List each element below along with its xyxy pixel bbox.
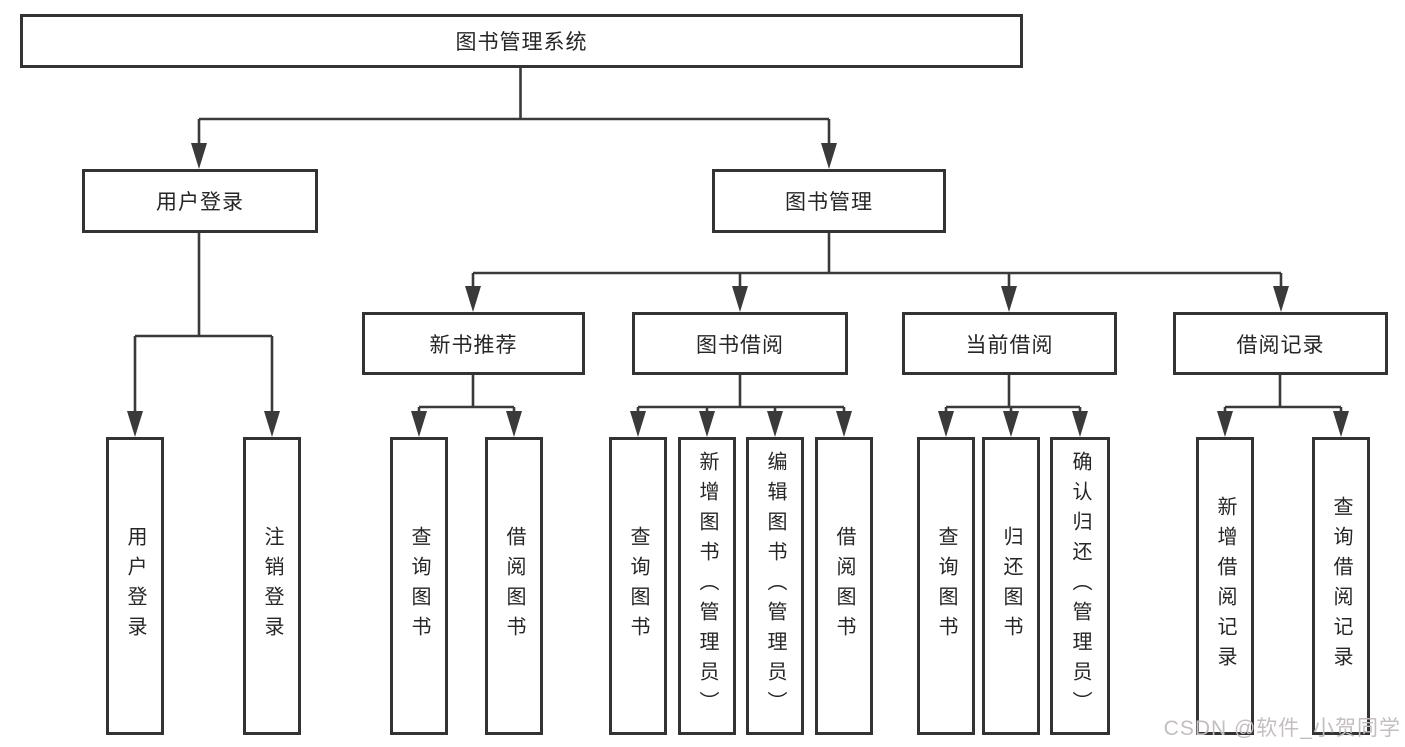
leaf-newbook-query-books: 查询图书 <box>390 437 448 735</box>
leaf-label: 编辑图书（管理员） <box>764 451 786 721</box>
node-label: 图书管理系统 <box>455 31 588 54</box>
node-label: 新书推荐 <box>429 333 518 357</box>
connector-user-login-to-leaves <box>127 233 280 437</box>
leaf-label: 注销登录 <box>261 526 283 646</box>
node-label: 图书借阅 <box>696 333 784 357</box>
leaf-label: 借阅图书 <box>503 526 525 646</box>
leaf-borrowing-add-books-admin: 新增图书（管理员） <box>678 437 736 735</box>
connector-root-to-level2 <box>191 68 837 169</box>
node-label: 用户登录 <box>156 191 244 214</box>
leaf-borrowing-edit-books-admin: 编辑图书（管理员） <box>746 437 804 735</box>
leaf-newbook-borrow-books: 借阅图书 <box>485 437 543 735</box>
leaf-label: 确认归还（管理员） <box>1069 451 1091 721</box>
leaf-label: 查询图书 <box>408 526 430 646</box>
leaf-label: 查询图书 <box>935 526 957 646</box>
leaf-label: 用户登录 <box>124 526 146 646</box>
leaf-label: 借阅图书 <box>833 526 855 646</box>
leaf-label: 归还图书 <box>1000 526 1022 646</box>
leaf-record-query-borrowing-record: 查询借阅记录 <box>1312 437 1370 735</box>
leaf-logout-login: 注销登录 <box>243 437 301 735</box>
leaf-current-query-books: 查询图书 <box>917 437 975 735</box>
csdn-watermark: CSDN @软件_小贺同学 <box>1163 717 1401 740</box>
leaf-label: 查询借阅记录 <box>1330 496 1352 676</box>
node-book-borrowing: 图书借阅 <box>632 312 848 375</box>
node-label: 当前借阅 <box>965 333 1054 357</box>
node-label: 图书管理 <box>785 191 873 214</box>
connector-borrowing-records-to-leaves <box>1217 375 1349 437</box>
node-current-borrowing: 当前借阅 <box>902 312 1117 375</box>
connector-current-borrowing-to-leaves <box>938 375 1088 437</box>
leaf-record-add-borrowing-record: 新增借阅记录 <box>1196 437 1254 735</box>
connector-new-book-to-leaves <box>411 375 522 437</box>
leaf-borrowing-query-books: 查询图书 <box>609 437 667 735</box>
leaf-current-confirm-return-admin: 确认归还（管理员） <box>1050 437 1110 735</box>
leaf-borrowing-borrow-books: 借阅图书 <box>815 437 873 735</box>
leaf-label: 查询图书 <box>627 526 649 646</box>
connector-book-borrowing-to-leaves <box>630 375 852 437</box>
node-label: 借阅记录 <box>1236 333 1325 357</box>
leaf-label: 新增图书（管理员） <box>696 451 718 721</box>
connector-book-management-to-level3 <box>465 233 1289 312</box>
node-library-management-system: 图书管理系统 <box>20 14 1023 68</box>
node-book-management: 图书管理 <box>712 169 946 233</box>
node-new-book-recommend: 新书推荐 <box>362 312 585 375</box>
leaf-label: 新增借阅记录 <box>1214 496 1236 676</box>
leaf-user-login: 用户登录 <box>106 437 164 735</box>
node-user-login: 用户登录 <box>82 169 318 233</box>
leaf-current-return-books: 归还图书 <box>982 437 1040 735</box>
node-borrowing-records: 借阅记录 <box>1173 312 1388 375</box>
